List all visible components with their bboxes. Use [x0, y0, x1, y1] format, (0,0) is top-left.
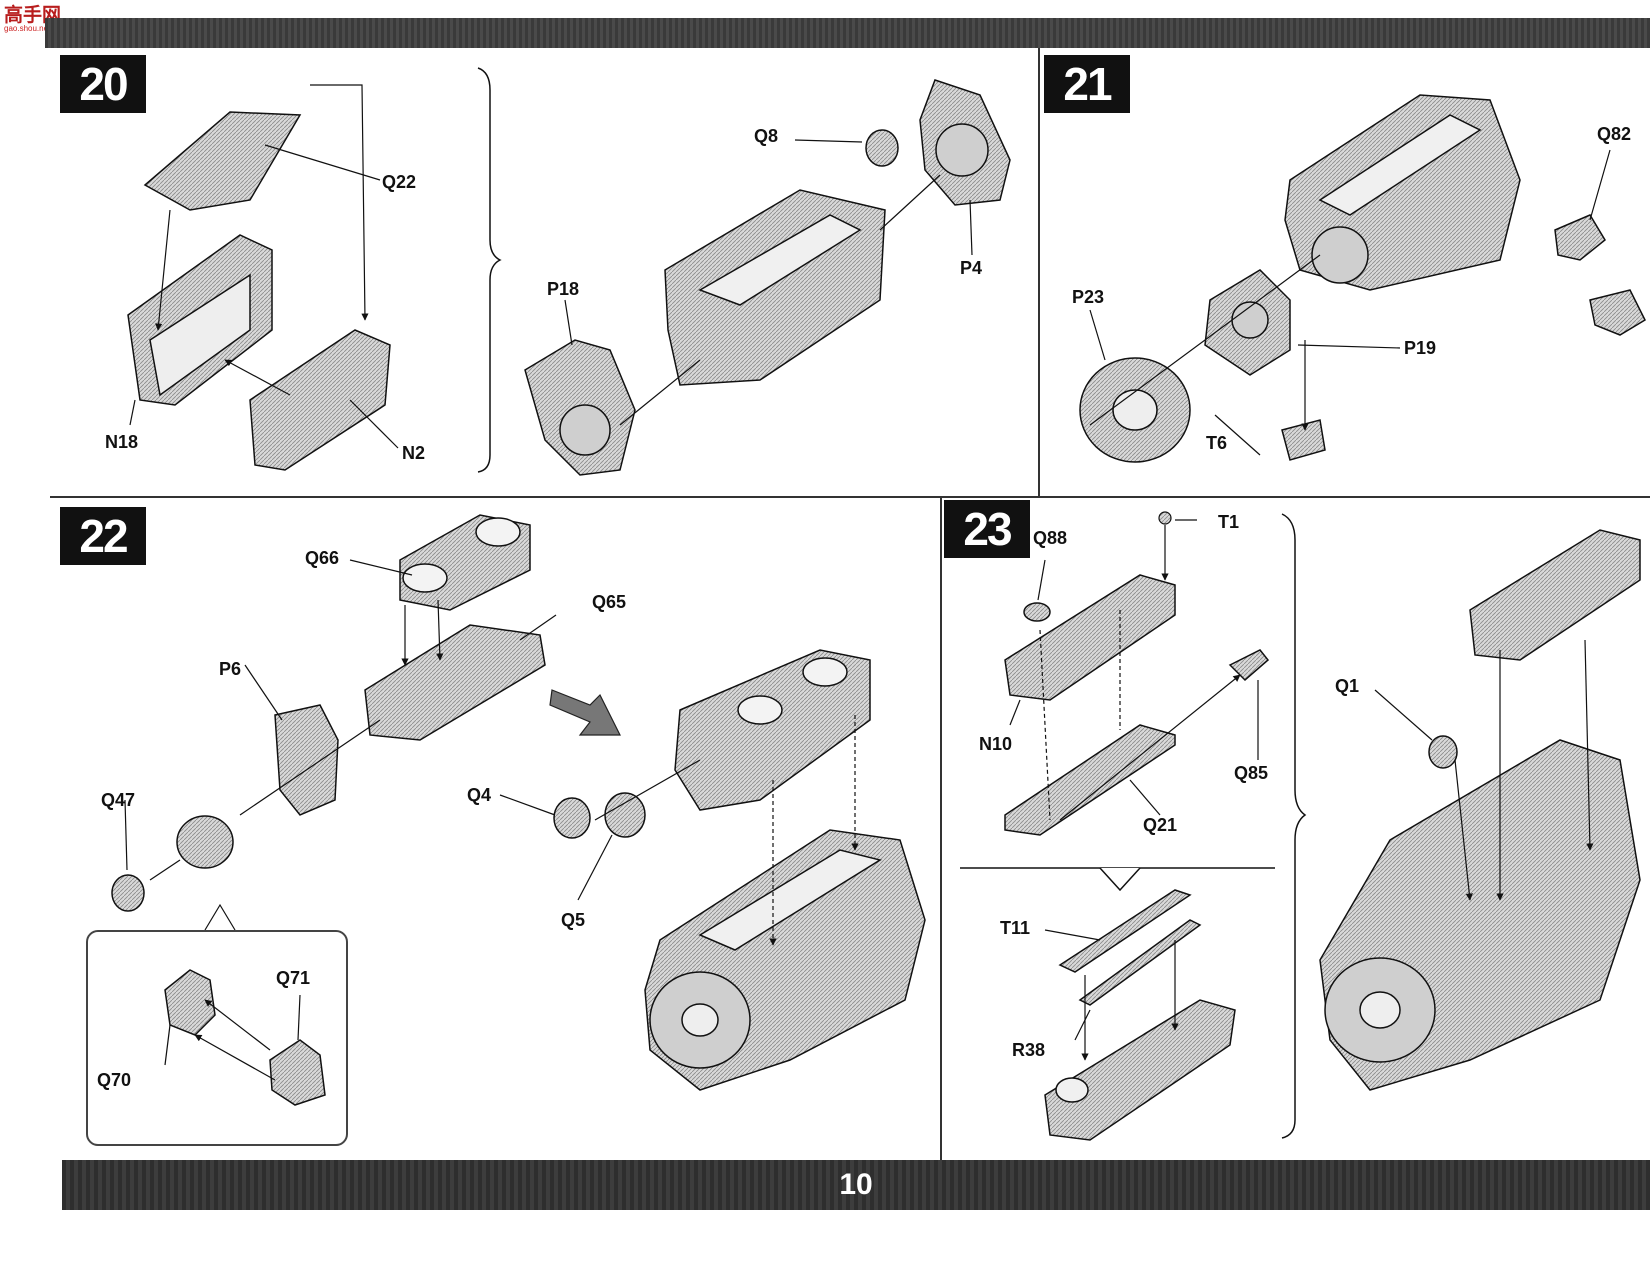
label-p23: P23	[1072, 287, 1105, 307]
label-q70: Q70	[97, 1070, 132, 1090]
engine-part-drawing-block	[664, 189, 886, 386]
label-p18: P18	[547, 279, 580, 299]
label-p4: P4	[960, 258, 983, 278]
engine-part-drawing-n18	[127, 234, 273, 406]
engine-part-drawing-q22	[143, 111, 302, 211]
engine-part-drawing-engine-21	[1284, 94, 1521, 291]
engine-part-drawing-t6	[1281, 419, 1326, 461]
engine-part-drawing-assembly-22	[674, 649, 871, 811]
label-p6: P6	[219, 659, 242, 679]
inset-detail-box	[86, 930, 348, 1146]
engine-part-drawing-cover-23	[1044, 999, 1236, 1141]
engine-part-drawing-q82	[1554, 214, 1646, 336]
engine-part-drawing-q66	[399, 514, 531, 611]
label-t1: T1	[1218, 512, 1240, 532]
step-22-badge: 22	[60, 507, 146, 565]
label-q47: Q47	[101, 790, 136, 810]
label-q71: Q71	[276, 968, 311, 988]
step-23-badge: 23	[944, 500, 1030, 558]
label-q22: Q22	[382, 172, 417, 192]
engine-part-drawing-q21	[1004, 724, 1176, 836]
engine-part-drawing-t1	[1158, 511, 1172, 525]
divider-20-21	[1038, 48, 1040, 496]
engine-part-drawing-q88	[1023, 602, 1051, 622]
label-q65: Q65	[592, 592, 627, 612]
label-q88: Q88	[1033, 528, 1068, 548]
label-t6: T6	[1206, 433, 1228, 453]
label-q21: Q21	[1143, 815, 1178, 835]
label-t11: T11	[1000, 918, 1031, 938]
engine-part-drawing-q47	[111, 874, 145, 912]
step-20-badge: 20	[60, 55, 146, 113]
label-p19: P19	[1404, 338, 1437, 358]
engine-part-drawing-q8	[865, 129, 899, 167]
label-r38: R38	[1012, 1040, 1046, 1060]
engine-part-drawing-p4	[919, 79, 1011, 206]
label-q1: Q1	[1335, 676, 1360, 696]
label-q4: Q4	[467, 785, 492, 805]
divider-22-23	[940, 496, 942, 1160]
engine-part-drawing-p23	[1079, 357, 1191, 463]
engine-part-drawing-n2	[249, 329, 391, 471]
label-q82: Q82	[1597, 124, 1632, 144]
label-q66: Q66	[305, 548, 340, 568]
engine-part-drawing-p19	[1204, 269, 1291, 376]
engine-part-drawing-q65	[364, 624, 546, 741]
step-21-badge: 21	[1044, 55, 1130, 113]
label-q8: Q8	[754, 126, 779, 146]
logo-subtext: gao.shou.net	[4, 24, 51, 33]
page-number: 10	[839, 1168, 873, 1201]
engine-part-drawing-q71	[269, 1039, 326, 1106]
engine-part-drawing-engine-23	[1319, 529, 1641, 1091]
label-q85: Q85	[1234, 763, 1269, 783]
engine-part-drawing-q5	[604, 792, 646, 838]
label-n10: N10	[979, 734, 1013, 754]
engine-part-drawing-n10	[1004, 574, 1176, 701]
label-n18: N18	[105, 432, 139, 452]
label-q5: Q5	[561, 910, 586, 930]
divider-top-bottom	[50, 496, 1650, 498]
engine-part-drawing-p6	[274, 704, 339, 816]
top-scan-strip	[45, 18, 1650, 48]
engine-part-drawing-q85	[1228, 649, 1270, 682]
engine-part-drawing-r38	[1078, 919, 1202, 1006]
page-footer-bar: 10	[62, 1160, 1650, 1210]
engine-part-drawing-hub	[176, 815, 234, 869]
engine-part-drawing-engine-22	[644, 829, 926, 1091]
direction-arrow-icon	[549, 689, 621, 736]
engine-part-drawing-t11	[1058, 889, 1192, 973]
label-n2: N2	[402, 443, 426, 463]
engine-part-drawing-p18	[524, 339, 636, 476]
engine-part-drawing-q1	[1428, 735, 1458, 769]
engine-part-drawing-q4	[553, 797, 591, 839]
